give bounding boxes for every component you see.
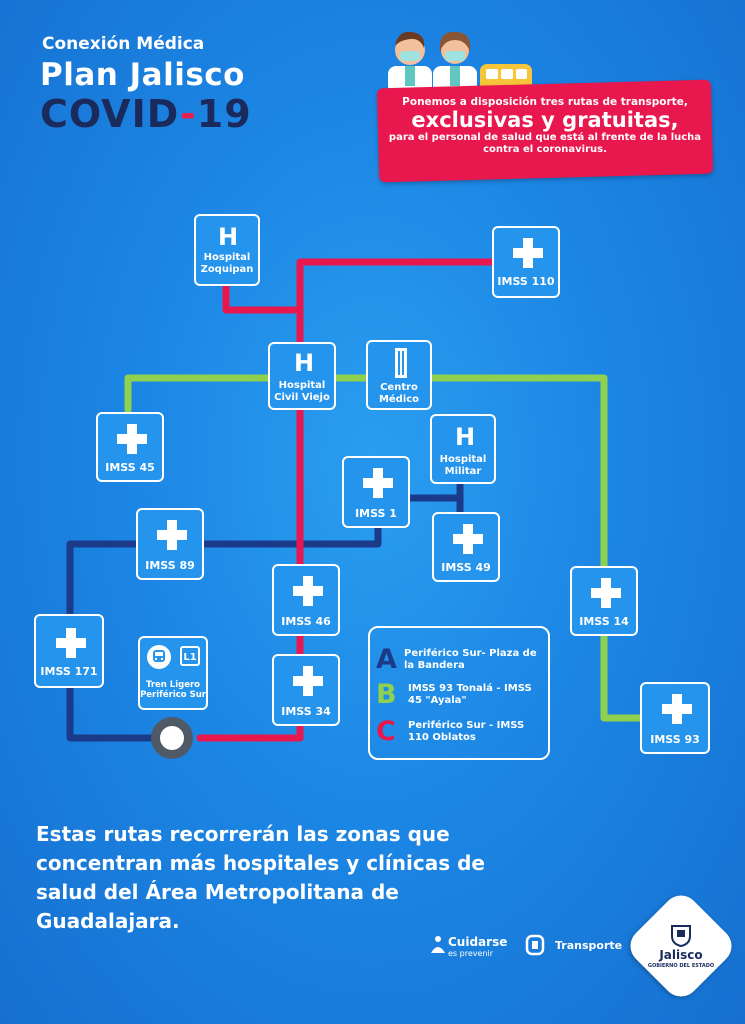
banner-line3: para el personal de salud que está al fr…	[388, 132, 702, 155]
legend-letter-b: B	[376, 679, 397, 710]
node-label: Tren Ligero Periférico Sur	[140, 680, 206, 700]
node-imss-45[interactable]: IMSS 45	[96, 412, 164, 482]
coat-of-arms-icon	[671, 925, 691, 948]
transporte-label: Transporte	[555, 939, 623, 952]
node-label: IMSS 89	[145, 559, 195, 572]
covid-dash: -	[179, 92, 197, 136]
node-imss-171[interactable]: IMSS 171	[34, 614, 104, 688]
node-imss-49[interactable]: IMSS 49	[432, 512, 500, 582]
node-label: IMSS 93	[650, 733, 700, 746]
hospital-h-icon: H	[455, 424, 475, 448]
route-b-line	[124, 374, 652, 722]
building-icon	[395, 348, 407, 378]
medical-cross-icon	[157, 520, 187, 550]
node-centro-medico[interactable]: Centro Médico	[366, 340, 432, 410]
transporte-icon	[525, 934, 545, 956]
node-imss-14[interactable]: IMSS 14	[570, 566, 638, 636]
node-label: IMSS 49	[441, 561, 491, 574]
medical-cross-icon	[453, 524, 483, 554]
node-imss-110[interactable]: IMSS 110	[492, 226, 560, 298]
node-imss-34[interactable]: IMSS 34	[272, 654, 340, 726]
banner: Ponemos a disposición tres rutas de tran…	[384, 96, 706, 156]
node-imss-89[interactable]: IMSS 89	[136, 508, 204, 580]
node-tren-ligero[interactable]: L1 Tren Ligero Periférico Sur	[138, 636, 208, 710]
legend-text-c: Periférico Sur - IMSS 110 Oblatos	[408, 720, 525, 743]
node-label: Centro Médico	[378, 382, 420, 405]
node-imss-1[interactable]: IMSS 1	[342, 456, 410, 528]
medical-cross-icon	[117, 424, 147, 454]
medical-cross-icon	[591, 578, 621, 608]
jalisco-label: Jalisco	[659, 948, 703, 962]
route-legend: A Periférico Sur- Plaza de la Bandera B …	[368, 626, 550, 760]
route-c-line	[222, 258, 524, 314]
people-icon	[431, 936, 445, 953]
svg-text:H: H	[294, 350, 314, 374]
covid-number: 19	[196, 92, 252, 136]
medical-cross-icon	[293, 666, 323, 696]
node-hospital-zoquipan[interactable]: H Hospital Zoquipan	[194, 214, 260, 286]
train-icon	[147, 645, 171, 669]
legend-letter-a: A	[376, 644, 397, 675]
legend-letter-c: C	[376, 716, 396, 747]
header-title: Plan Jalisco	[40, 57, 245, 93]
node-hospital-civil-viejo[interactable]: H Hospital Civil Viejo	[268, 342, 336, 410]
hospital-h-icon: H	[218, 224, 238, 248]
medical-cross-icon	[363, 468, 393, 498]
node-label: IMSS 14	[579, 615, 629, 628]
node-label: IMSS 34	[281, 705, 331, 718]
node-label: IMSS 171	[40, 665, 98, 678]
cuidarse-label: Cuidarse	[448, 935, 508, 949]
node-label: Hospital Civil Viejo	[274, 380, 330, 403]
legend-text-b: IMSS 93 Tonalá - IMSS 45 "Ayala"	[408, 683, 532, 706]
node-label: Hospital Zoquipan	[200, 252, 254, 275]
medical-cross-icon	[293, 576, 323, 606]
jalisco-tagline: GOBIERNO DEL ESTADO	[647, 963, 715, 969]
header-subtitle: Conexión Médica	[42, 34, 205, 54]
line-badge: L1	[180, 646, 200, 666]
node-label: IMSS 45	[105, 461, 155, 474]
hospital-h-icon: H	[294, 350, 314, 374]
node-hospital-militar[interactable]: H Hospital Militar	[430, 414, 496, 484]
medical-cross-icon	[662, 694, 692, 724]
header-covid: COVID-19	[40, 92, 252, 136]
svg-text:H: H	[455, 424, 475, 448]
banner-highlight: exclusivas y gratuitas,	[411, 108, 679, 132]
medical-cross-icon	[56, 628, 86, 658]
node-label: IMSS 46	[281, 615, 331, 628]
node-label: IMSS 1	[355, 507, 397, 520]
node-imss-46[interactable]: IMSS 46	[272, 564, 340, 636]
node-label: IMSS 110	[497, 275, 555, 288]
bottom-description: Estas rutas recorrerán las zonas que con…	[36, 822, 485, 933]
cuidarse-tagline: es prevenir	[448, 949, 493, 958]
banner-line1: Ponemos a disposición tres rutas de tran…	[402, 96, 688, 108]
svg-text:H: H	[218, 224, 238, 248]
legend-text-a: Periférico Sur- Plaza de la Bandera	[404, 648, 537, 671]
node-imss-93[interactable]: IMSS 93	[640, 682, 710, 754]
covid-word: COVID	[40, 92, 180, 136]
node-label: Hospital Militar	[439, 454, 487, 477]
medical-cross-icon	[513, 238, 543, 268]
route-c-trunk	[196, 306, 304, 742]
